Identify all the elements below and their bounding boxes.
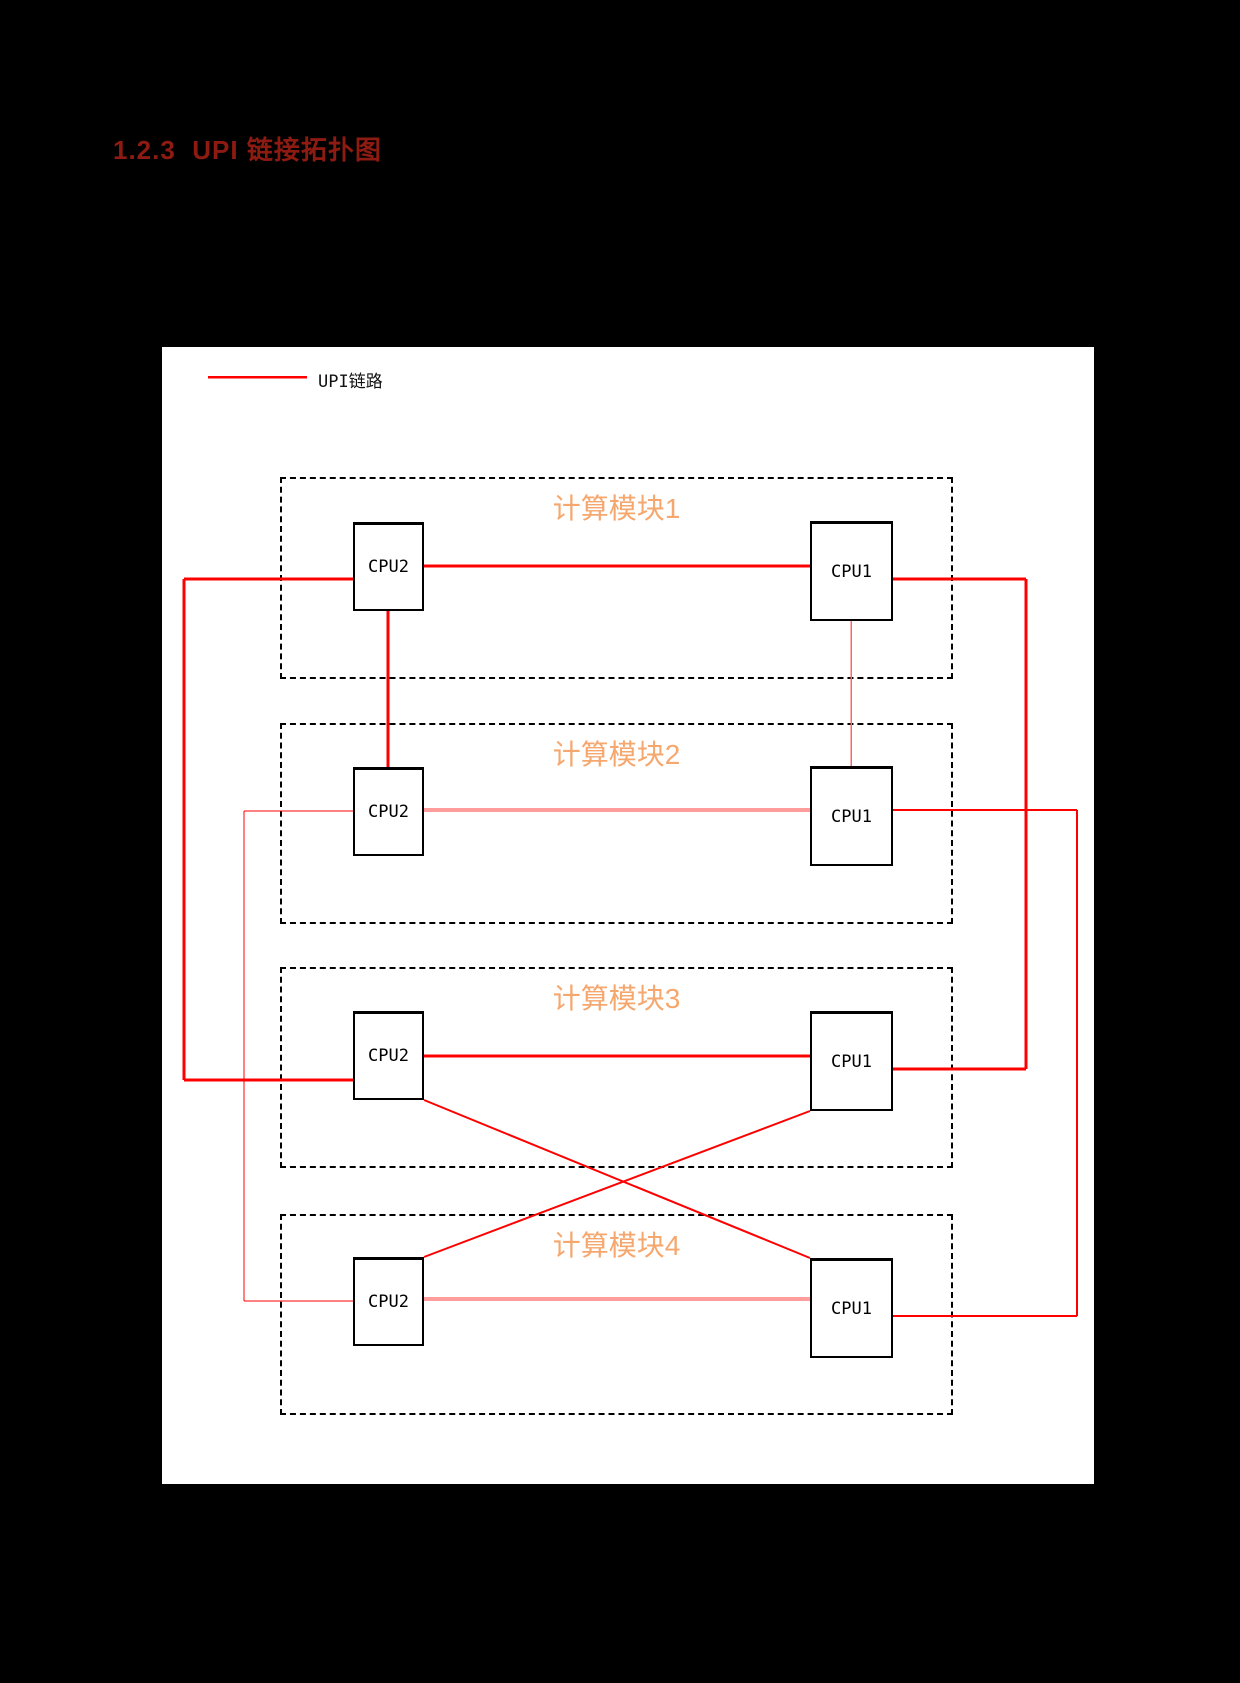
module-title-2: 计算模块2 <box>552 739 681 770</box>
cpu-label: CPU2 <box>368 1046 409 1066</box>
cpu-label: CPU1 <box>831 561 872 582</box>
cpu-label: CPU2 <box>368 557 409 577</box>
cpu-label: CPU1 <box>831 1051 872 1072</box>
cpu-box-module3-cpu2: CPU2 <box>353 1011 424 1100</box>
link-m3cpu2-m4cpu1-diagonal <box>423 1099 811 1259</box>
cpu-label: CPU2 <box>368 802 409 822</box>
cpu-box-module4-cpu1: CPU1 <box>810 1258 893 1358</box>
module-title-1: 计算模块1 <box>552 493 681 524</box>
cpu-box-module3-cpu1: CPU1 <box>810 1011 893 1111</box>
cpu-label: CPU1 <box>831 1298 872 1319</box>
cpu-box-module1-cpu2: CPU2 <box>353 522 424 611</box>
module-box-4: 计算模块4 <box>280 1214 953 1415</box>
cpu-label: CPU2 <box>368 1292 409 1312</box>
diagram-panel: UPI链路 计算模块1 计算模块2 计算模块3 计算模块4 <box>162 347 1094 1484</box>
cpu-box-module2-cpu1: CPU1 <box>810 766 893 866</box>
legend-label: UPI链路 <box>318 372 383 392</box>
link-m3cpu1-m4cpu2-diagonal <box>423 1110 811 1258</box>
module-box-2: 计算模块2 <box>280 723 953 924</box>
upi-links-layer <box>182 375 1078 1317</box>
module-box-3: 计算模块3 <box>280 967 953 1168</box>
cpu-box-module1-cpu1: CPU1 <box>810 521 893 621</box>
section-heading: 1.2.3 UPI 链接拓扑图 <box>113 135 382 165</box>
module-title-4: 计算模块4 <box>552 1230 681 1261</box>
cpu-box-module2-cpu2: CPU2 <box>353 767 424 856</box>
cpu-box-module4-cpu2: CPU2 <box>353 1257 424 1346</box>
module-title-3: 计算模块3 <box>552 983 681 1014</box>
cpu-label: CPU1 <box>831 806 872 827</box>
